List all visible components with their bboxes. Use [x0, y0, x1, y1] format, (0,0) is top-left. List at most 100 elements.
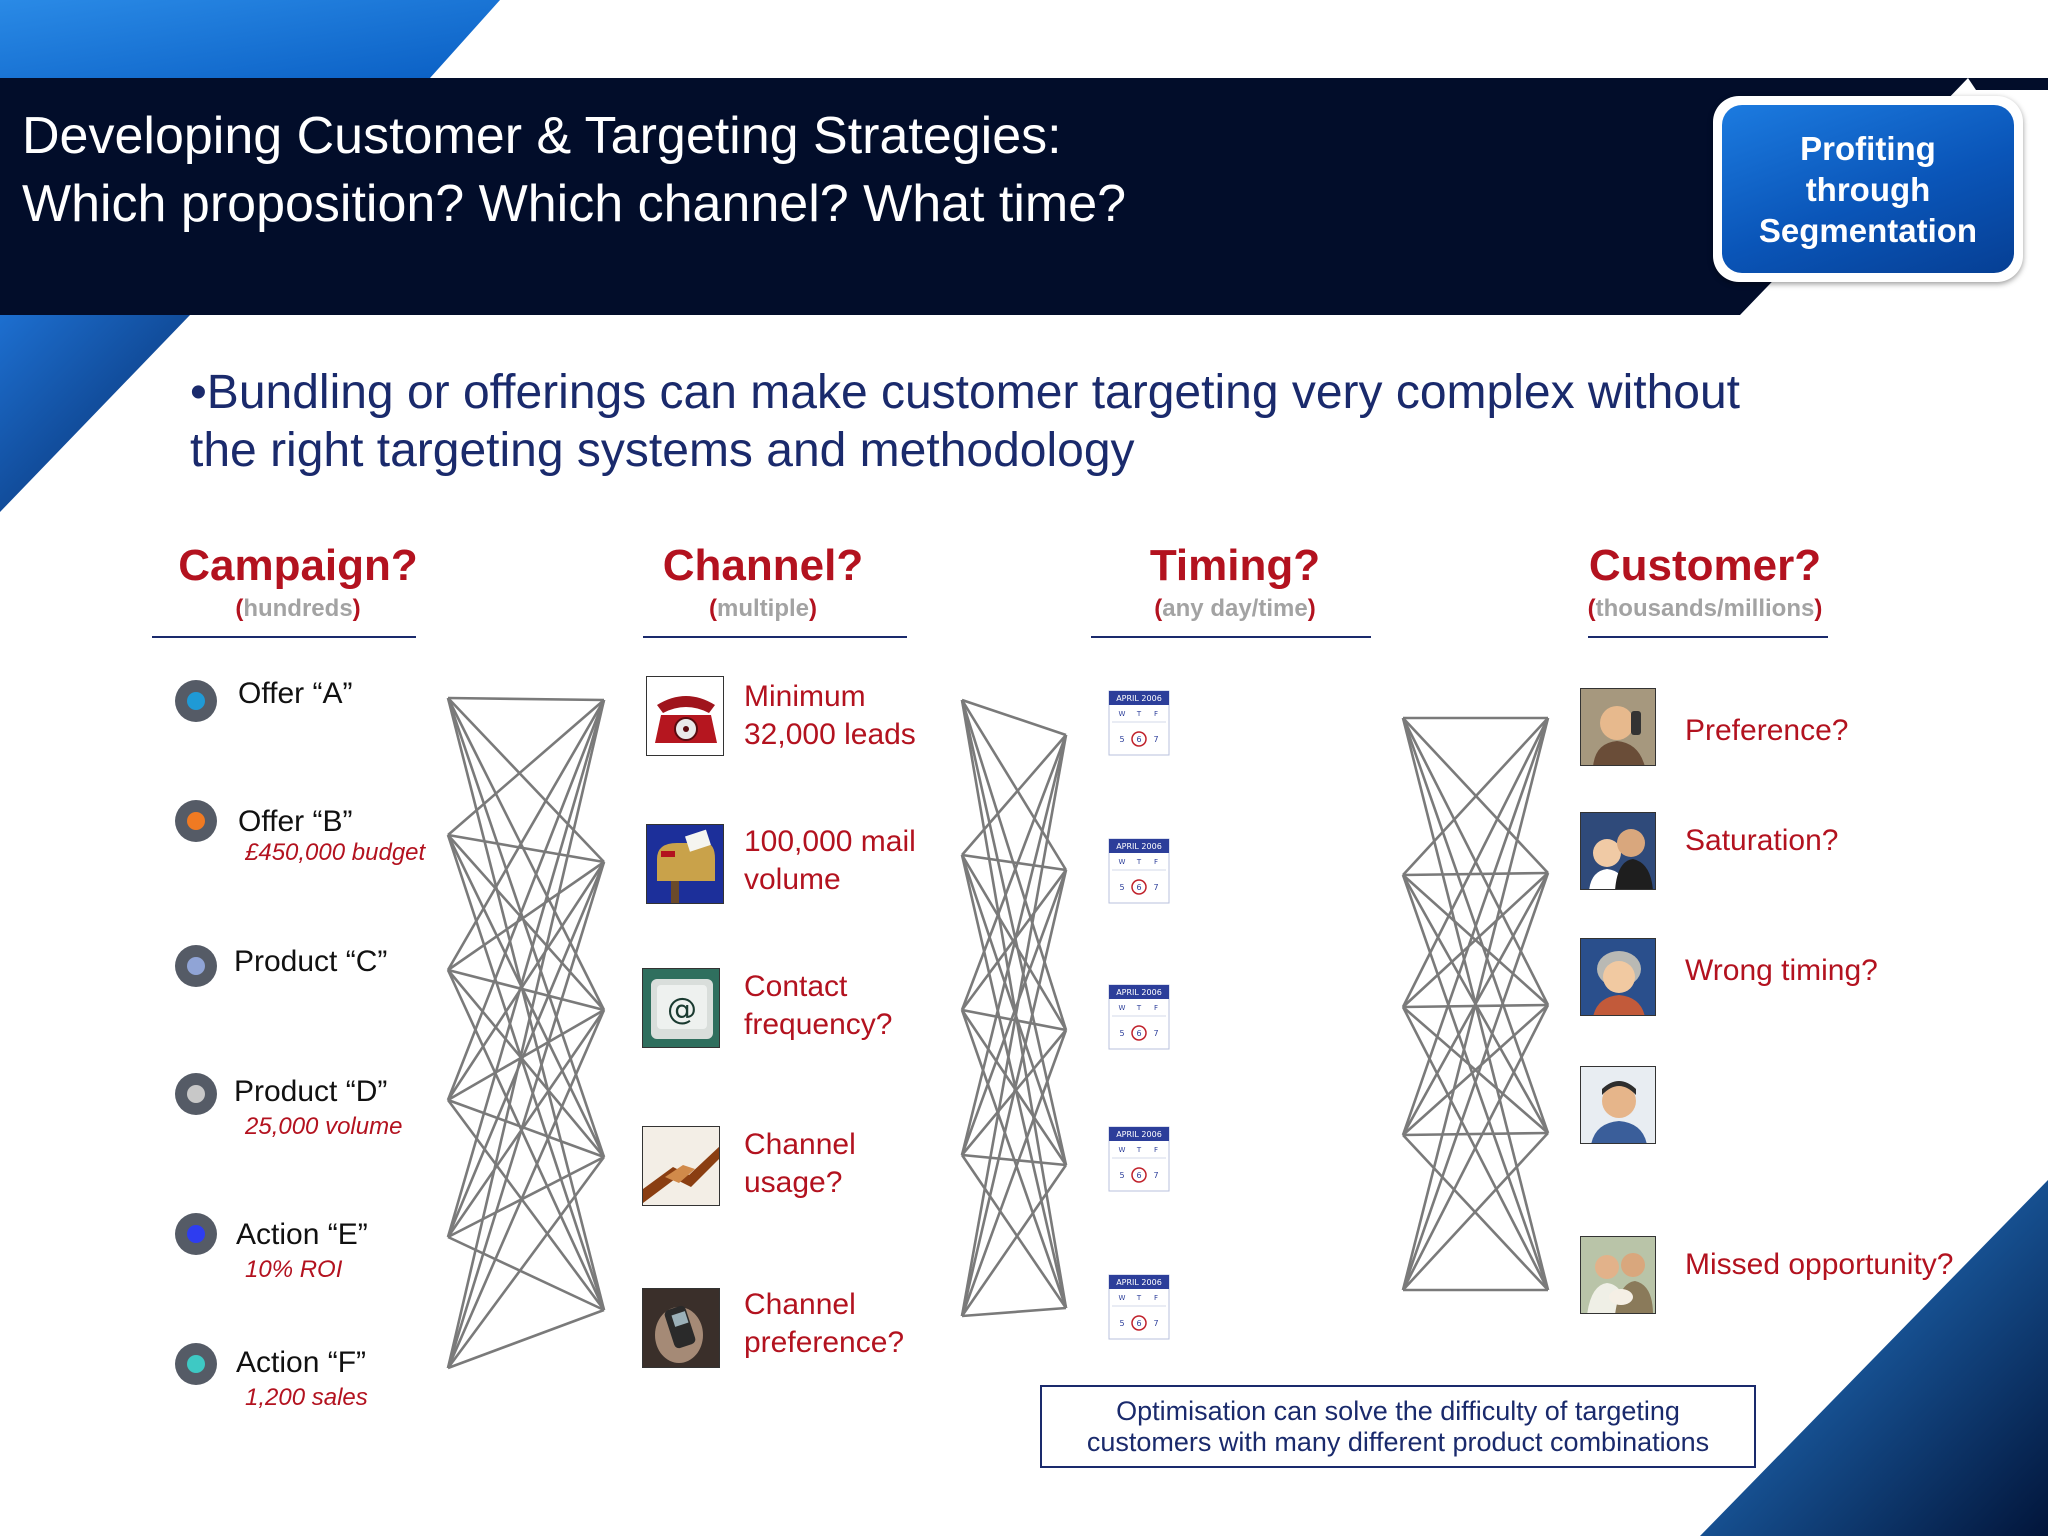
link-line — [446, 697, 606, 1311]
mailbox-icon — [646, 824, 724, 904]
svg-text:T: T — [1136, 1294, 1142, 1302]
svg-text:T: T — [1136, 710, 1142, 718]
link-line — [446, 1009, 606, 1369]
link-line — [446, 699, 606, 1369]
link-line — [447, 833, 605, 864]
product-c-dot — [175, 945, 217, 987]
campaign-item-label: Product “C” — [234, 945, 388, 978]
customer-issue-text: Preference? — [1685, 714, 1849, 747]
campaign-item-note: 25,000 volume — [245, 1113, 403, 1140]
svg-text:@: @ — [667, 992, 697, 1027]
product-d-dot — [175, 1073, 217, 1115]
link-line — [960, 854, 1068, 1309]
campaign-item-label: Product “D” — [234, 1075, 388, 1108]
svg-text:W: W — [1119, 1004, 1126, 1012]
svg-text:APRIL 2006: APRIL 2006 — [1116, 694, 1162, 703]
svg-text:7: 7 — [1153, 1171, 1158, 1180]
link-line — [447, 1098, 605, 1159]
channel-underline — [643, 636, 907, 638]
calendar-icon: APRIL 2006 W T F 5 6 7 — [1108, 1274, 1170, 1340]
channel-heading: Channel? — [662, 541, 864, 590]
campaign-item-note: £450,000 budget — [245, 839, 426, 866]
link-line — [447, 968, 605, 1012]
link-line — [961, 853, 1067, 872]
link-line — [1402, 871, 1549, 877]
svg-text:6: 6 — [1136, 1029, 1141, 1038]
link-line — [447, 1008, 605, 1102]
svg-text:T: T — [1136, 858, 1142, 866]
offer-a-dot-core — [187, 692, 205, 710]
man-on-phone-photo — [1580, 688, 1656, 766]
link-line — [961, 1153, 1067, 1167]
link-line — [1401, 717, 1550, 1136]
svg-text:W: W — [1119, 858, 1126, 866]
link-line — [1401, 717, 1550, 1291]
svg-text:7: 7 — [1153, 735, 1158, 744]
svg-text:7: 7 — [1153, 1319, 1158, 1328]
campaign-item-label: Offer “B” — [238, 805, 353, 838]
calendar-icon: APRIL 2006 W T F 5 6 7 — [1108, 1126, 1170, 1192]
telephone-icon — [646, 676, 724, 756]
campaign-item-note: 1,200 sales — [245, 1384, 368, 1411]
svg-text:W: W — [1119, 1146, 1126, 1154]
older-woman-photo — [1580, 938, 1656, 1016]
campaign-item-label: Action “E” — [236, 1218, 368, 1251]
svg-text:W: W — [1119, 1294, 1126, 1302]
svg-text:APRIL 2006: APRIL 2006 — [1116, 842, 1162, 851]
link-line — [960, 699, 1068, 1309]
link-line — [960, 699, 1068, 1166]
svg-text:W: W — [1119, 710, 1126, 718]
bullet-line-1: •Bundling or offerings can make customer… — [190, 366, 1741, 419]
left-accent-shape — [0, 315, 190, 512]
badge-line-1: Profiting — [1800, 129, 1936, 167]
svg-text:7: 7 — [1153, 883, 1158, 892]
svg-text:T: T — [1136, 1004, 1142, 1012]
badge-line-3: Segmentation — [1758, 211, 1978, 249]
svg-text:F: F — [1154, 710, 1158, 718]
email-key-icon: @ — [642, 968, 720, 1048]
profiting-badge-panel: Profiting through Segmentation — [1722, 105, 2014, 273]
svg-text:7: 7 — [1153, 1029, 1158, 1038]
link-line — [960, 734, 1068, 1156]
svg-text:5: 5 — [1119, 1029, 1124, 1038]
offer-a-dot — [175, 680, 217, 722]
timing-subheading: (any day/time) — [1154, 595, 1316, 622]
svg-text:5: 5 — [1119, 735, 1124, 744]
campaign-underline — [152, 636, 416, 638]
link-line — [446, 834, 606, 1158]
link-line — [446, 697, 606, 1011]
calendar-icon: APRIL 2006 W T F 5 6 7 — [1108, 690, 1170, 756]
action-e-dot-core — [187, 1225, 205, 1243]
link-line — [1401, 717, 1550, 1008]
svg-text:F: F — [1154, 858, 1158, 866]
timing-heading: Timing? — [1149, 541, 1321, 590]
link-line — [960, 869, 1068, 1317]
optimisation-note-line-1: Optimisation can solve the difficulty of… — [1116, 1395, 1680, 1426]
campaign-item-label: Action “F” — [236, 1346, 367, 1379]
campaign-subheading: (hundreds) — [235, 595, 361, 622]
svg-text:APRIL 2006: APRIL 2006 — [1116, 988, 1162, 997]
svg-text:F: F — [1154, 1294, 1158, 1302]
customer-underline — [1588, 636, 1828, 638]
customer-heading: Customer? — [1588, 541, 1822, 590]
channel-subheading: (multiple) — [708, 595, 817, 622]
couple-with-baby-photo — [1580, 1236, 1656, 1314]
link-line — [1402, 872, 1549, 1008]
link-line — [446, 861, 606, 1101]
badge-line-2: through — [1805, 170, 1931, 208]
link-line — [1402, 1131, 1549, 1137]
link-line — [960, 1029, 1068, 1317]
link-line — [960, 869, 1068, 1156]
campaign-item-note: 10% ROI — [245, 1256, 343, 1283]
svg-text:5: 5 — [1119, 883, 1124, 892]
bullet-line-2: the right targeting systems and methodol… — [190, 424, 1135, 477]
svg-text:APRIL 2006: APRIL 2006 — [1116, 1278, 1162, 1287]
link-line — [447, 697, 605, 863]
link-line — [1401, 1004, 1550, 1291]
link-line — [961, 1306, 1067, 1318]
link-line — [447, 834, 605, 1011]
link-line — [446, 697, 606, 1158]
